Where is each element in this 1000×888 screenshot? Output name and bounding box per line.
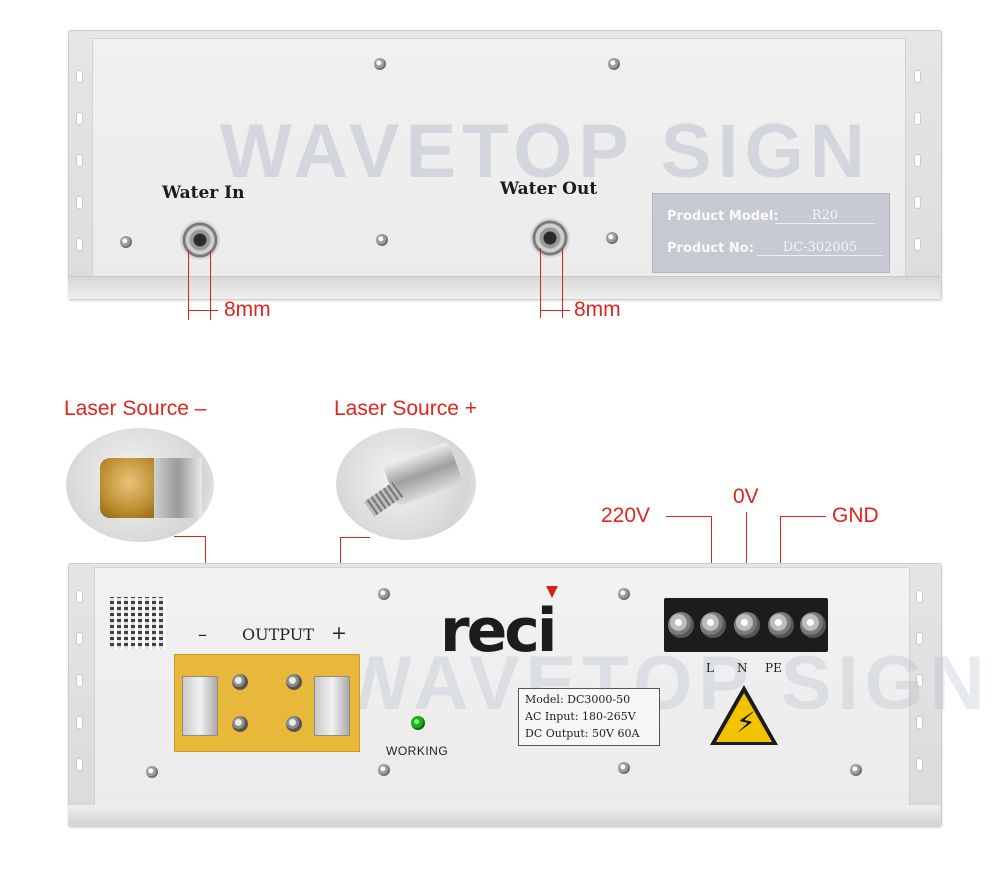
vent-slot	[916, 632, 923, 645]
product-no-value: DC-302005	[757, 240, 883, 256]
water-out-fitting	[530, 218, 570, 258]
screw	[618, 588, 630, 600]
watermark-top: WAVETOP SIGN	[220, 109, 871, 194]
vent-slot	[76, 758, 83, 771]
terminal-screw-n	[734, 612, 760, 638]
dimension-label-left: 8mm	[224, 298, 271, 321]
screw	[146, 766, 158, 778]
screw	[850, 764, 862, 776]
screw	[374, 58, 386, 70]
spec-label: Model: DC3000-50 AC Input: 180-265V DC O…	[518, 688, 660, 746]
pcb-bolt	[232, 674, 248, 690]
dim-line	[188, 250, 189, 320]
vent-slot	[914, 70, 921, 83]
brass-nut-icon	[100, 458, 164, 518]
screw	[608, 58, 620, 70]
terminal-screw	[800, 612, 826, 638]
vent-slot	[916, 674, 923, 687]
vent-slot	[76, 716, 83, 729]
dim-line	[540, 248, 541, 318]
product-no-label: Product No:	[667, 241, 754, 256]
terminal-plate	[154, 458, 202, 518]
bottom-chassis-lip	[68, 805, 940, 825]
vent-slot	[76, 590, 83, 603]
negative-output-lug	[182, 676, 218, 736]
working-label: WORKING	[386, 744, 449, 758]
callout-line	[340, 537, 370, 538]
vent-slot	[916, 716, 923, 729]
brand-accent-mark	[546, 586, 558, 598]
product-info-plate: Product Model: R20 Product No: DC-302005	[652, 193, 890, 273]
vent-slot	[76, 238, 83, 251]
gnd-label: GND	[832, 504, 879, 527]
220v-label: 220V	[601, 504, 651, 527]
dim-line	[210, 250, 211, 320]
water-in-label: Water In	[162, 183, 245, 203]
vent-slot	[914, 196, 921, 209]
vent-slot	[76, 154, 83, 167]
terminal-label-l: L	[706, 661, 714, 675]
brand-logo: reci	[440, 596, 557, 666]
0v-label: 0V	[733, 485, 759, 508]
minus-symbol: –	[198, 624, 207, 645]
plus-symbol: +	[331, 622, 347, 644]
dimension-label-right: 8mm	[574, 298, 621, 321]
callout-line	[666, 516, 712, 517]
laser-source-minus-label: Laser Source –	[64, 397, 207, 420]
terminal-label-n: N	[737, 661, 748, 675]
vent-slot	[916, 758, 923, 771]
lightning-bolt-icon: ⚡	[736, 706, 756, 739]
callout-line	[780, 516, 826, 517]
vent-slot	[914, 238, 921, 251]
vent-slot	[76, 196, 83, 209]
product-model-value: R20	[775, 208, 875, 224]
vent-slot	[916, 590, 923, 603]
pcb-bolt	[232, 716, 248, 732]
top-chassis-lip	[68, 276, 940, 299]
screw	[376, 234, 388, 246]
vent-slot	[914, 112, 921, 125]
watermark-bottom: WAVETOP SIGN	[340, 641, 991, 726]
terminal-screw	[668, 612, 694, 638]
pcb-bolt	[286, 716, 302, 732]
laser-minus-closeup	[66, 428, 214, 542]
threaded-stud-icon	[364, 481, 404, 517]
spec-model: Model: DC3000-50	[525, 693, 631, 706]
terminal-label-pe: PE	[765, 661, 782, 675]
vent-slot	[914, 154, 921, 167]
water-in-fitting	[180, 220, 220, 260]
dim-line	[540, 310, 570, 311]
terminal-screw-pe	[768, 612, 794, 638]
output-label: OUTPUT	[242, 625, 314, 644]
terminal-screw-l	[700, 612, 726, 638]
qr-code-icon	[110, 597, 166, 649]
working-led-icon	[411, 716, 425, 730]
screw	[606, 232, 618, 244]
laser-source-plus-label: Laser Source +	[334, 397, 478, 420]
vent-slot	[76, 674, 83, 687]
vent-slot	[76, 70, 83, 83]
screw	[378, 764, 390, 776]
laser-plus-closeup	[336, 428, 476, 540]
pcb-bolt	[286, 674, 302, 690]
warning-triangle-fill	[716, 693, 772, 742]
water-out-label: Water Out	[500, 179, 598, 199]
screw	[120, 236, 132, 248]
dim-line	[562, 248, 563, 318]
screw	[378, 588, 390, 600]
vent-slot	[76, 112, 83, 125]
dim-line	[188, 310, 218, 311]
callout-line	[174, 536, 205, 537]
positive-output-lug	[314, 676, 350, 736]
spec-ac-input: AC Input: 180-265V	[525, 710, 636, 723]
screw	[618, 762, 630, 774]
callout-line	[746, 512, 747, 610]
vent-slot	[76, 632, 83, 645]
product-model-label: Product Model:	[667, 209, 779, 224]
spec-dc-output: DC Output: 50V 60A	[525, 727, 640, 740]
